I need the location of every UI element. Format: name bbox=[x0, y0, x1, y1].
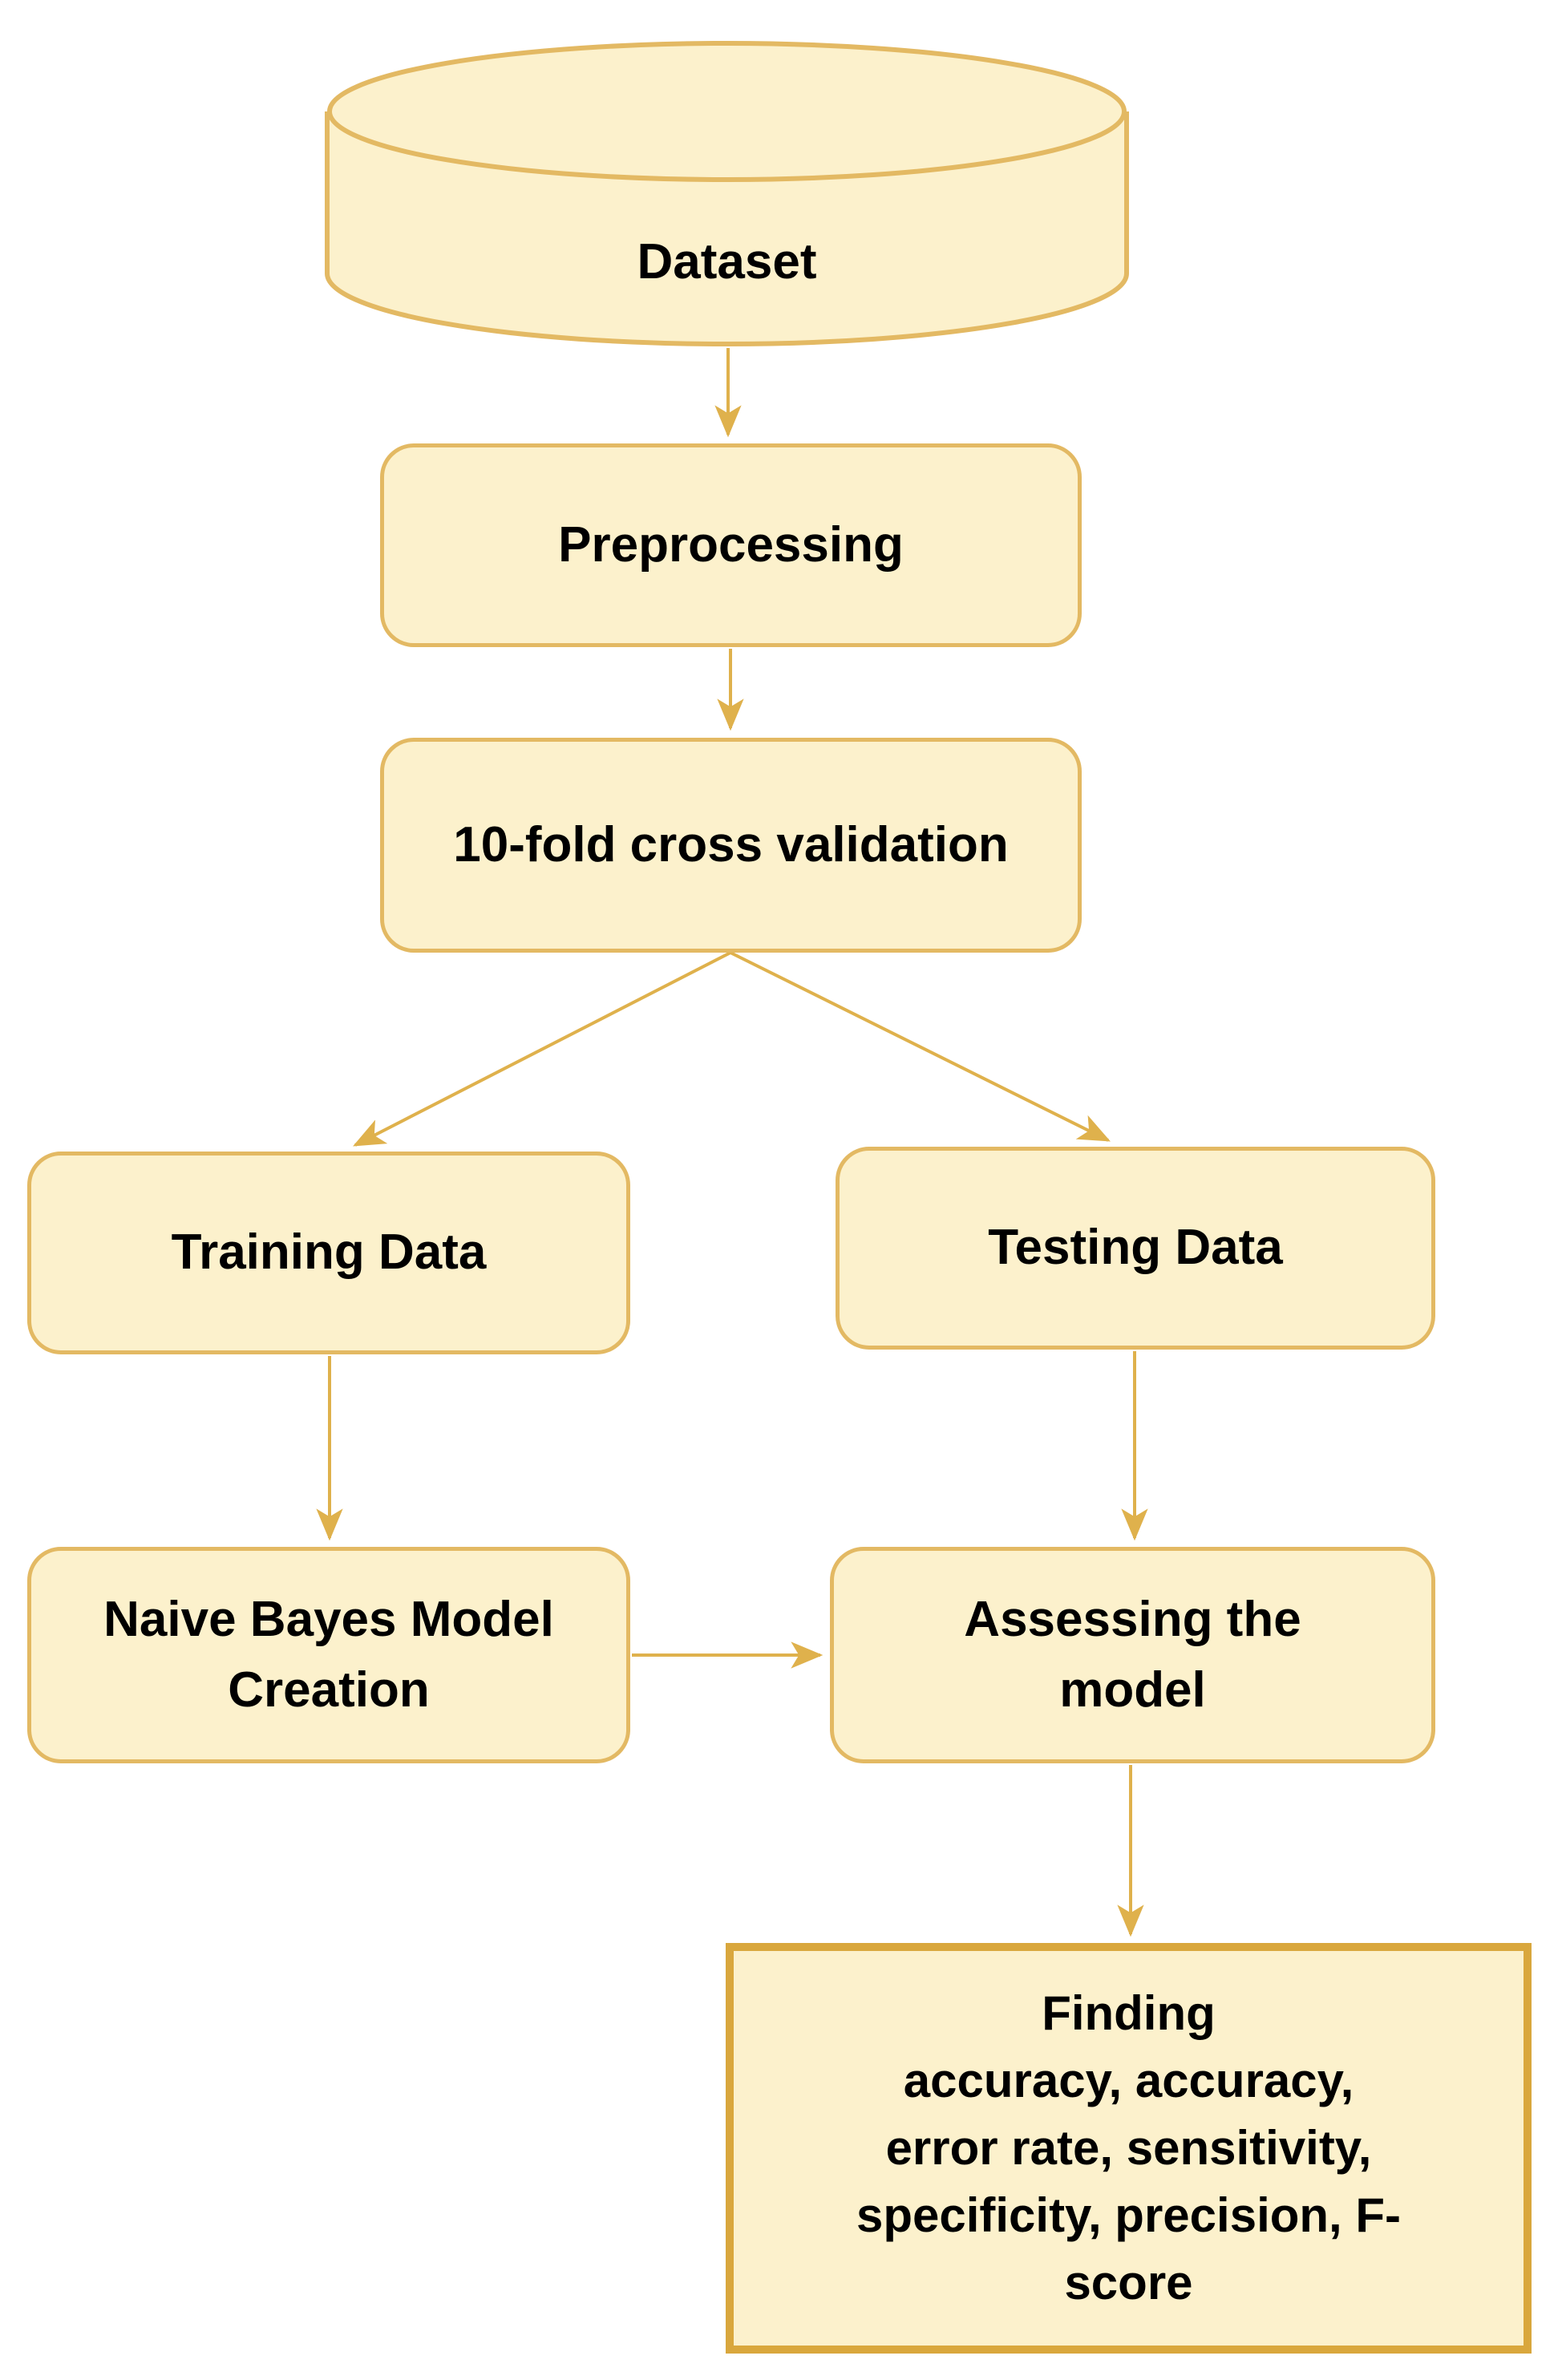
node-training-data: Training Data bbox=[27, 1152, 630, 1354]
node-testing-data: Testing Data bbox=[836, 1147, 1435, 1350]
node-cross-validation: 10-fold cross validation bbox=[380, 738, 1082, 953]
arrow-crossvalidation-to-testing bbox=[730, 951, 1111, 1142]
arrow-crossvalidation-to-training bbox=[353, 951, 731, 1147]
node-testing-data-label: Testing Data bbox=[988, 1220, 1283, 1276]
cylinder-icon bbox=[325, 41, 1129, 346]
node-preprocessing: Preprocessing bbox=[380, 443, 1082, 647]
node-cross-validation-label: 10-fold cross validation bbox=[453, 816, 1009, 872]
node-dataset: Dataset bbox=[325, 38, 1129, 346]
node-finding-metrics: Finding accuracy, accuracy, error rate, … bbox=[726, 1943, 1532, 2354]
node-assessing: Assessing the model bbox=[830, 1547, 1435, 1763]
node-assessing-label: Assessing the model bbox=[964, 1591, 1301, 1718]
node-preprocessing-label: Preprocessing bbox=[558, 516, 904, 573]
node-training-data-label: Training Data bbox=[171, 1224, 487, 1281]
node-naive-bayes: Naive Bayes Model Creation bbox=[27, 1547, 630, 1763]
node-finding-metrics-label: Finding accuracy, accuracy, error rate, … bbox=[856, 1986, 1402, 2309]
node-naive-bayes-label: Naive Bayes Model Creation bbox=[103, 1591, 554, 1718]
node-dataset-label: Dataset bbox=[637, 234, 817, 290]
